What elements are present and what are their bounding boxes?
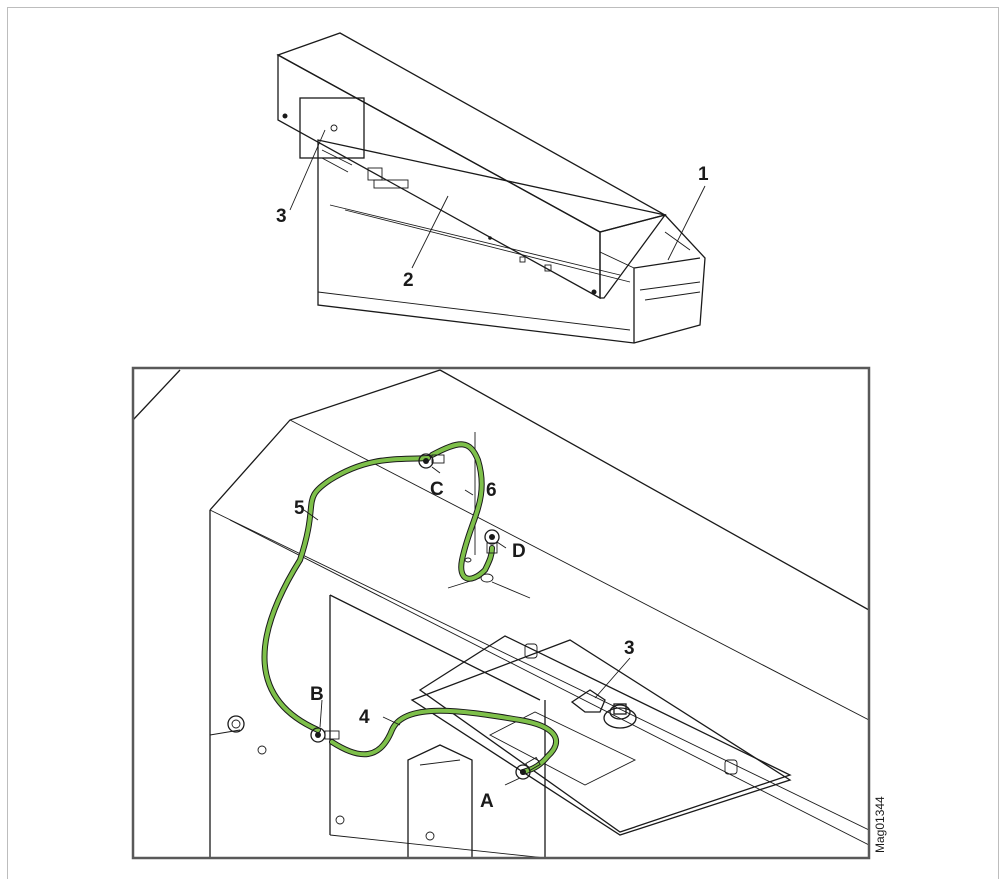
label-detail-b: B	[310, 684, 324, 705]
label-overview-3: 3	[276, 206, 287, 227]
detail-panel	[410, 635, 792, 836]
label-detail-5: 5	[294, 498, 305, 519]
label-detail-d: D	[512, 541, 526, 562]
label-overview-1: 1	[698, 164, 709, 185]
label-detail-c: C	[430, 479, 444, 500]
terminal-a	[515, 756, 541, 780]
terminal-d	[484, 529, 500, 554]
label-overview-2: 2	[403, 270, 414, 291]
detail-drawing: B 4 5 C 6 D A 3	[131, 366, 871, 860]
label-detail-3: 3	[624, 638, 635, 659]
ground-cables	[261, 441, 560, 775]
drawing-code: Mag01344	[873, 796, 887, 853]
label-detail-4: 4	[359, 707, 370, 728]
cover-shape	[276, 32, 667, 300]
detail-housing	[133, 369, 869, 858]
overview-drawing: 3 2 1	[276, 32, 709, 344]
label-detail-a: A	[480, 791, 494, 812]
page-border	[7, 7, 999, 879]
latch-icon	[570, 689, 637, 729]
housing-outline	[317, 139, 706, 344]
access-panel	[299, 97, 365, 159]
detail-frame	[131, 366, 871, 860]
terminal-b	[310, 727, 340, 743]
terminal-c	[418, 453, 445, 469]
label-detail-6: 6	[486, 480, 497, 501]
